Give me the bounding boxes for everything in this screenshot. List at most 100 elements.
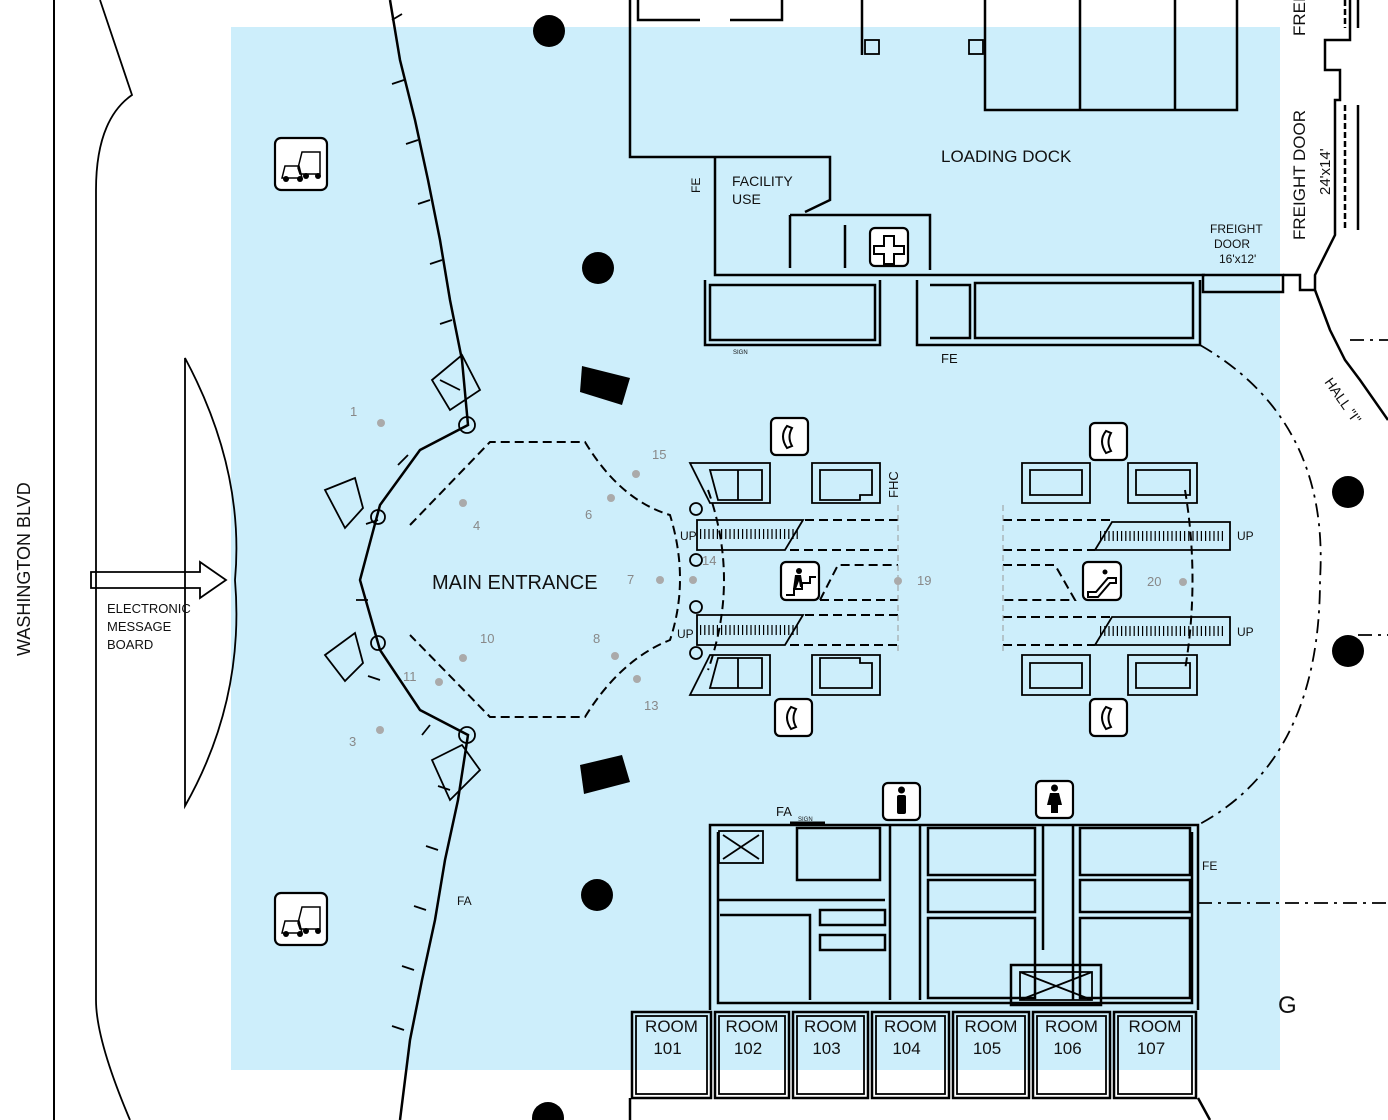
up-label: UP (677, 627, 694, 641)
escalator-core-east (1002, 462, 1231, 696)
taxi-icon (273, 136, 329, 192)
facility-use-label: FACILITY USE (732, 173, 796, 207)
message-board-label: ELECTRONIC MESSAGE BOARD (107, 601, 194, 652)
location-marker-number: 20 (1147, 574, 1161, 589)
south-corridor-wall (628, 1097, 1212, 1120)
location-marker-dot (656, 576, 664, 584)
freight-door-small-label: FREIGHT DOOR 16'x12' (1210, 222, 1266, 266)
location-marker-dot (435, 678, 443, 686)
room-label: ROOM (884, 1017, 937, 1036)
sign-label: SIGN (733, 350, 748, 356)
stairs-icon (779, 560, 821, 602)
column-round (370, 509, 386, 525)
location-marker-dot (611, 652, 619, 660)
location-marker-number: 11 (403, 669, 417, 684)
room-106[interactable]: ROOM 106 (1031, 1010, 1112, 1100)
up-label: UP (1237, 625, 1254, 639)
east-wall (1283, 0, 1388, 421)
hall-boundary (1198, 339, 1388, 904)
column-round (458, 726, 476, 744)
location-marker-dot (689, 576, 697, 584)
phone-icon (769, 416, 810, 457)
south-block-walls (708, 823, 1200, 1010)
freight-door-cut-label: FREI (1290, 0, 1309, 36)
concourse-area (231, 27, 1280, 1070)
freight-door-large-size: 24'x14' (1317, 148, 1334, 195)
room-number: 103 (812, 1039, 840, 1058)
elevator (718, 830, 764, 864)
main-entrance-area (409, 441, 681, 718)
location-marker-dot (1179, 578, 1187, 586)
room-label: ROOM (804, 1017, 857, 1036)
fe-label: FE (941, 351, 958, 366)
loading-dock-label: LOADING DOCK (941, 147, 1072, 166)
elevator (1019, 971, 1093, 1001)
location-marker-number: 10 (480, 631, 494, 646)
location-marker-dot (607, 494, 615, 502)
location-marker-dot (632, 470, 640, 478)
elevator (722, 834, 760, 860)
elevator (1009, 963, 1103, 1007)
first-aid-icon (868, 226, 910, 268)
planter (430, 353, 482, 412)
loading-dock-walls (628, 0, 1205, 347)
street-name: WASHINGTON BLVD (14, 482, 34, 656)
location-marker-number: 1 (350, 404, 357, 419)
loading-post (864, 39, 880, 55)
room-label: ROOM (645, 1017, 698, 1036)
escalator-icon (1081, 560, 1123, 602)
sign-label: SIGN (798, 817, 813, 823)
room-label: ROOM (726, 1017, 779, 1036)
section-letter: G (1278, 992, 1297, 1019)
column-round (370, 635, 386, 651)
up-label: UP (1237, 529, 1254, 543)
fe-label: FE (689, 178, 703, 193)
freight-door-large-label: FREIGHT DOOR (1290, 110, 1309, 240)
escalator-core-west (688, 462, 899, 696)
room-label: ROOM (1129, 1017, 1182, 1036)
column-round (458, 416, 476, 434)
hall-label: HALL "I" (1322, 375, 1365, 427)
revolving-door (323, 631, 365, 683)
location-marker-number: 15 (652, 447, 666, 462)
building-outline-west (95, 0, 134, 1120)
womens-restroom-icon (1034, 779, 1075, 820)
planter (430, 743, 482, 802)
room-103[interactable]: ROOM 103 (791, 1010, 870, 1100)
mens-restroom-icon (881, 781, 922, 822)
room-label: ROOM (1045, 1017, 1098, 1036)
location-marker-number: 13 (644, 698, 658, 713)
room-number: 102 (734, 1039, 762, 1058)
fa-label: FA (457, 894, 472, 908)
room-101[interactable]: ROOM 101 (630, 1010, 713, 1100)
location-marker-number: 3 (349, 734, 356, 749)
room-104[interactable]: ROOM 104 (870, 1010, 951, 1100)
location-marker-dot (633, 675, 641, 683)
location-marker-number: 14 (702, 553, 716, 568)
fe-label: FE (1202, 859, 1217, 873)
location-marker-dot (459, 499, 467, 507)
location-marker-number: 6 (585, 507, 592, 522)
loading-dock-bays (636, 0, 1239, 112)
location-marker-number: 4 (473, 518, 480, 533)
freight-door-small (1201, 273, 1285, 294)
up-label: UP (680, 529, 697, 543)
room-number: 101 (653, 1039, 681, 1058)
room-102[interactable]: ROOM 102 (713, 1010, 791, 1100)
location-marker-dot (459, 654, 467, 662)
room-number: 106 (1053, 1039, 1081, 1058)
arrow-to-entrance (90, 560, 228, 600)
location-marker-number: 7 (627, 572, 634, 587)
location-marker-number: 19 (917, 573, 931, 588)
columns (532, 15, 1364, 1120)
taxi-icon (273, 891, 329, 947)
fa-label: FA (776, 804, 792, 819)
phone-icon (773, 697, 814, 738)
phone-icon (1088, 697, 1129, 738)
loading-post (968, 39, 984, 55)
location-marker-dot (377, 419, 385, 427)
phone-icon (1088, 421, 1129, 462)
room-number: 104 (892, 1039, 920, 1058)
